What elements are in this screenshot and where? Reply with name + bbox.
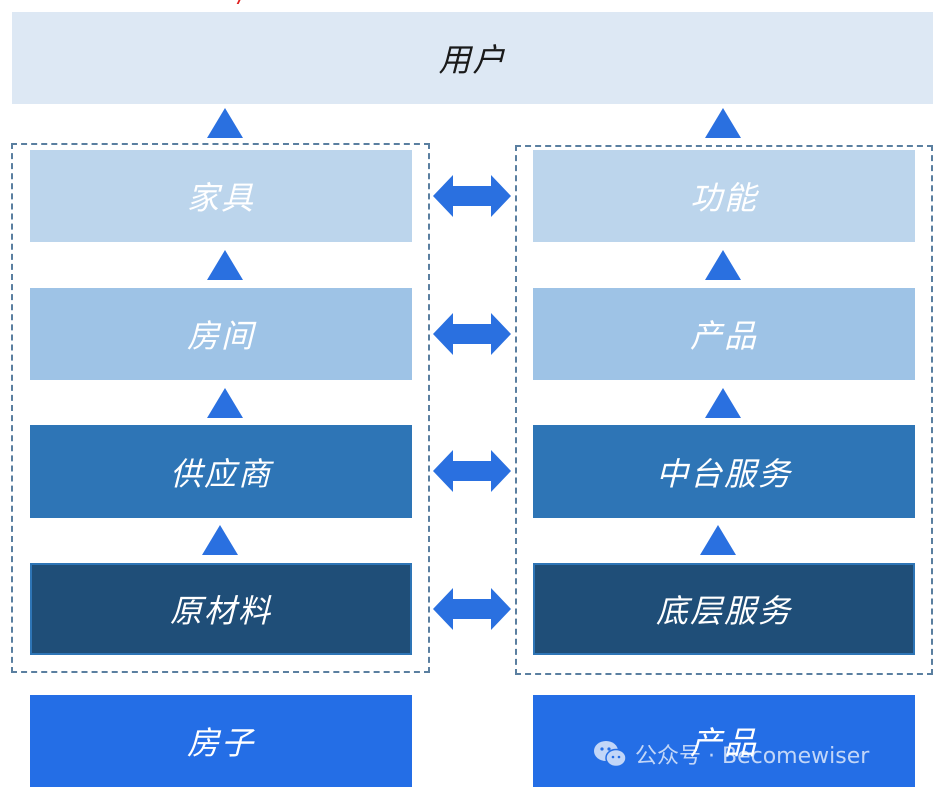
left-base-house: 房子 [30, 695, 412, 787]
right-layer-middle-platform: 中台服务 [533, 425, 915, 518]
watermark-text: 公众号 · Becomewiser [635, 744, 870, 769]
red-mark [228, 0, 244, 4]
left-up-arrow-3 [202, 525, 238, 555]
left-base-house-label: 房子 [186, 724, 255, 762]
right-layer-product-label: 产品 [689, 317, 758, 355]
watermark: 公众号 · Becomewiser [593, 734, 869, 774]
right-layer-base-service: 底层服务 [533, 563, 915, 655]
left-layer-furniture: 家具 [30, 150, 412, 242]
right-up-arrow-3 [700, 525, 736, 555]
right-up-arrow-top [705, 108, 741, 138]
left-layer-furniture-label: 家具 [186, 179, 255, 217]
right-base-product-label: 产品 [689, 724, 758, 762]
left-layer-supplier: 供应商 [30, 425, 412, 518]
double-arrow-2 [433, 313, 511, 355]
double-arrow-4 [433, 588, 511, 630]
left-layer-raw-material-label: 原材料 [169, 592, 272, 630]
user-layer-label: 用户 [438, 41, 507, 79]
right-up-arrow-2 [705, 388, 741, 418]
wechat-icon [594, 741, 627, 768]
right-layer-base-service-label: 底层服务 [655, 592, 792, 630]
left-layer-raw-material: 原材料 [30, 563, 412, 655]
double-arrow-3 [433, 450, 511, 492]
left-up-arrow-2 [207, 388, 243, 418]
left-layer-room: 房间 [30, 288, 412, 380]
right-layer-function: 功能 [533, 150, 915, 242]
right-layer-function-label: 功能 [689, 179, 758, 217]
double-arrow-1 [433, 175, 511, 217]
right-base-product: 产品 [533, 695, 915, 787]
left-layer-supplier-label: 供应商 [169, 454, 272, 493]
user-layer: 用户 [12, 12, 933, 104]
left-group-frame [11, 143, 430, 673]
right-layer-middle-platform-label: 中台服务 [655, 454, 792, 493]
left-up-arrow-top [207, 108, 243, 138]
left-layer-room-label: 房间 [186, 317, 255, 355]
left-up-arrow-1 [207, 250, 243, 280]
right-layer-product: 产品 [533, 288, 915, 380]
right-up-arrow-1 [705, 250, 741, 280]
right-group-frame [515, 145, 933, 675]
